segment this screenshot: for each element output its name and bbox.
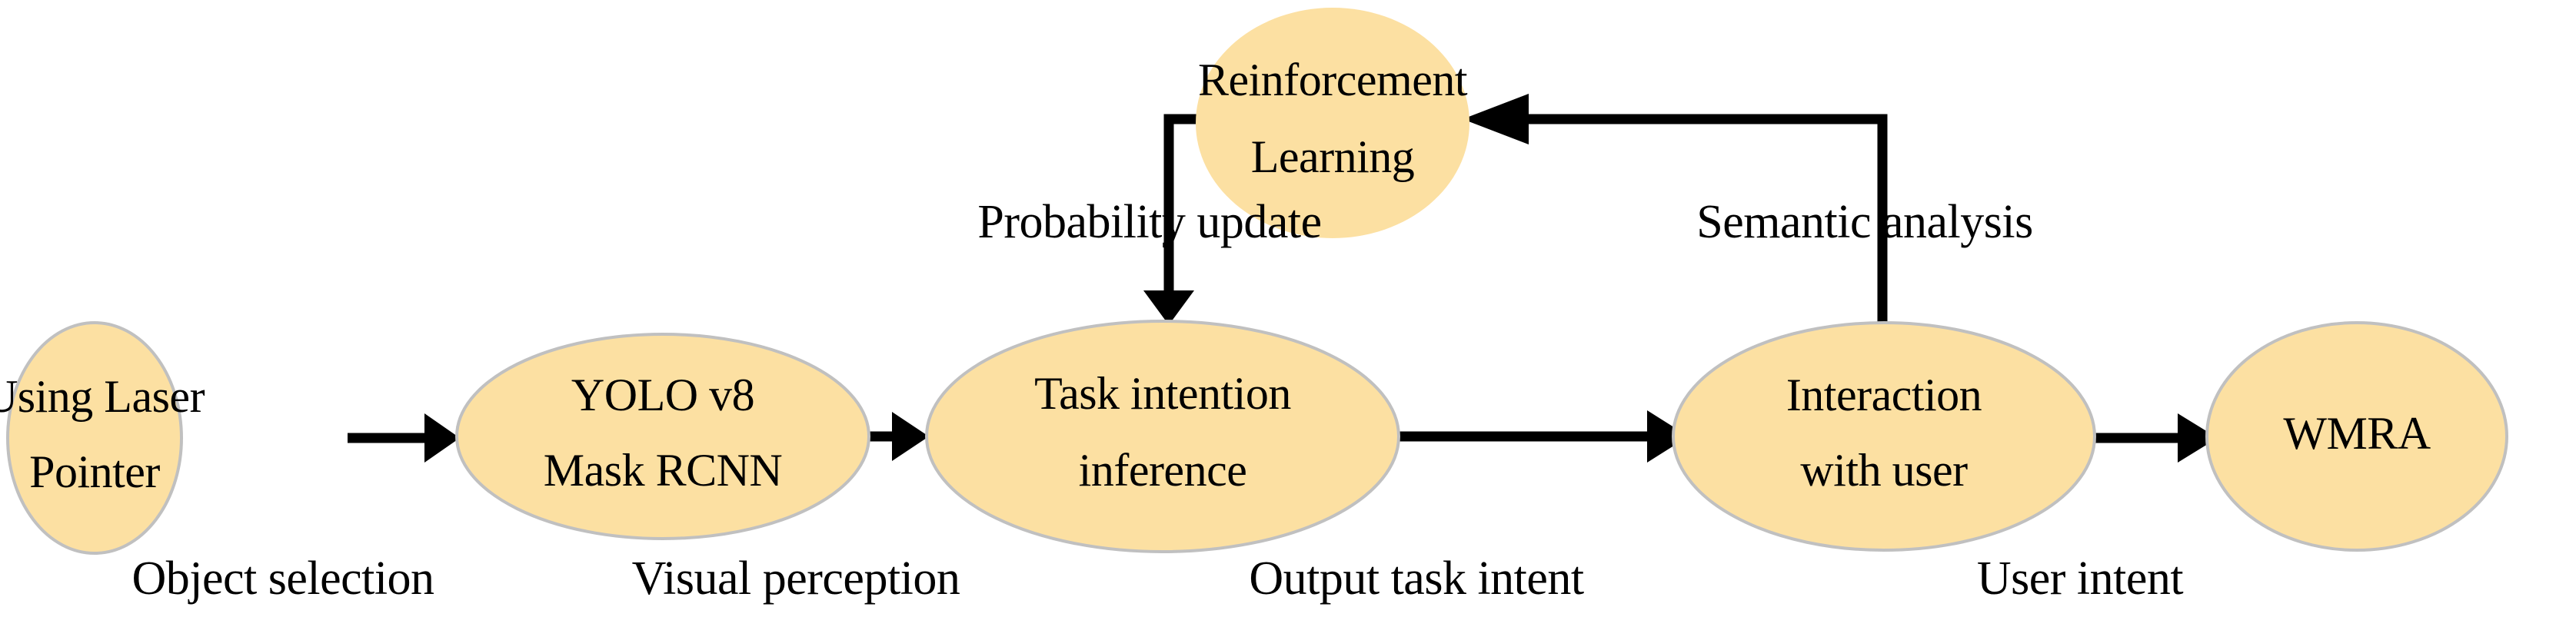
node-shape-using-laser-pointer[interactable]	[6, 321, 183, 555]
node-label-task-intention-inference-line1: Task intention	[1034, 368, 1291, 419]
arrow-head-interaction-to-wmra	[2178, 413, 2218, 463]
node-label-interaction-with-user-line1: Interaction	[1786, 370, 1982, 420]
node-shape-task-intention-inference[interactable]	[925, 320, 1400, 553]
edge-label-user-intent: User intent	[1977, 552, 2184, 605]
node-interaction-with-user[interactable]: Interaction with user	[1672, 321, 2096, 552]
edge-label-visual-perception: Visual perception	[632, 552, 960, 605]
node-label-wmra-line1: WMRA	[2283, 408, 2431, 459]
node-label-task-intention-inference-line2: inference	[1079, 445, 1247, 496]
edge-label-object-selection: Object selection	[131, 552, 434, 605]
node-label-reinforcement-learning-line2: Learning	[1251, 131, 1415, 182]
connector-interaction-to-wmra	[2087, 413, 2218, 463]
connector-task-to-interaction	[1393, 410, 1689, 463]
node-label-interaction-with-user-line2: with user	[1800, 445, 1968, 496]
node-label-using-laser-pointer-line2: Pointer	[29, 446, 160, 497]
arrow-head-task-to-interaction	[1647, 410, 1689, 463]
edge-label-probability-update: Probability update	[977, 196, 1321, 248]
connector-interaction-to-rl	[1463, 94, 1888, 329]
node-shape-wmra[interactable]	[2205, 321, 2508, 552]
arrow-head-yolo-to-task	[892, 412, 929, 461]
node-yolo-mask-rcnn[interactable]: YOLO v8 Mask RCNN	[455, 333, 870, 540]
node-task-intention-inference[interactable]: Task intention inference	[925, 320, 1400, 553]
node-reinforcement-learning[interactable]: Reinforcement Learning	[1196, 8, 1469, 238]
node-wmra[interactable]: WMRA	[2205, 321, 2508, 552]
node-label-yolo-mask-rcnn-line2: Mask RCNN	[544, 445, 783, 496]
edge-label-output-task-intent: Output task intent	[1249, 552, 1584, 605]
node-using-laser-pointer[interactable]: Using Laser Pointer	[0, 321, 205, 555]
connector-line-interaction-to-rl	[1519, 114, 1888, 329]
node-label-using-laser-pointer-line1: Using Laser	[0, 371, 205, 422]
arrow-head-interaction-to-rl	[1463, 94, 1529, 144]
arrow-head-rl-to-task	[1143, 290, 1194, 325]
node-shape-interaction-with-user[interactable]	[1672, 321, 2096, 552]
node-shape-yolo-mask-rcnn[interactable]	[455, 333, 870, 540]
node-label-yolo-mask-rcnn-line1: YOLO v8	[571, 370, 754, 420]
node-label-reinforcement-learning-line1: Reinforcement	[1198, 55, 1468, 105]
connector-laser-to-yolo	[348, 413, 460, 463]
edge-label-semantic-analysis: Semantic analysis	[1696, 196, 2032, 248]
node-shape-reinforcement-learning[interactable]	[1196, 8, 1469, 238]
arrow-head-laser-to-yolo	[424, 413, 460, 463]
connector-yolo-to-task	[869, 412, 929, 461]
